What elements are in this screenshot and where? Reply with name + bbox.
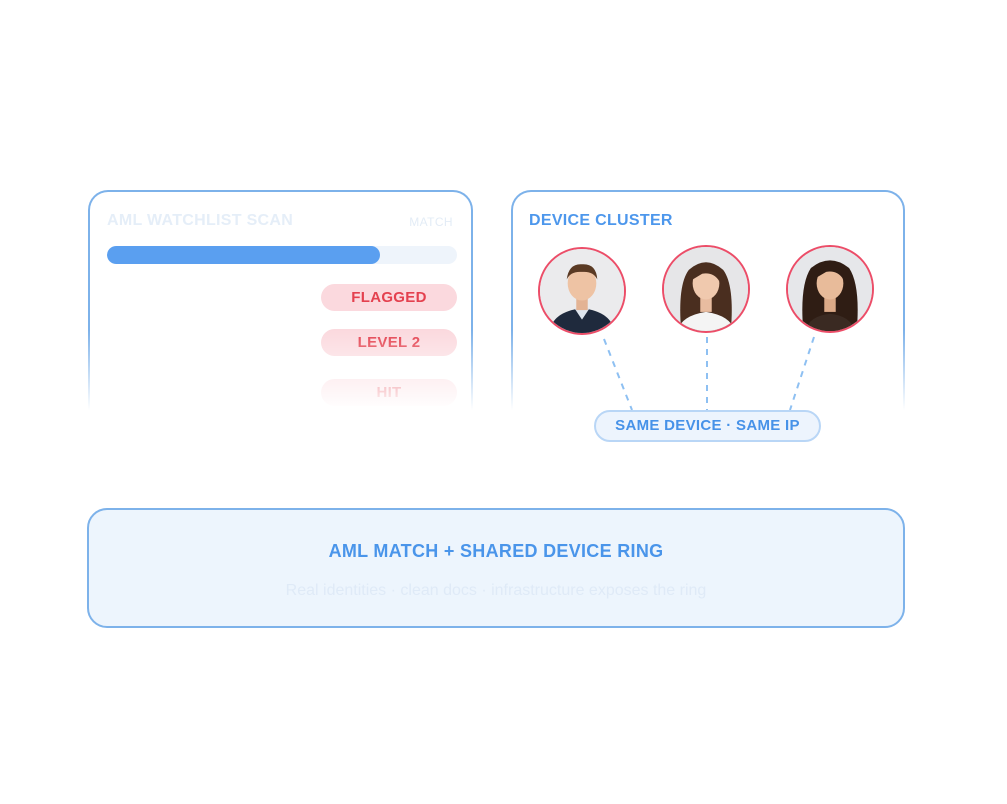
summary-banner: AML MATCH + SHARED DEVICE RING Real iden… <box>87 508 905 628</box>
aml-match-label: MATCH <box>409 215 453 229</box>
summary-title: AML MATCH + SHARED DEVICE RING <box>328 541 664 561</box>
device-cluster-title: DEVICE CLUSTER <box>529 212 673 229</box>
person-avatar-icon <box>538 247 626 335</box>
aml-watchlist-card: AML WATCHLIST SCAN MATCH FLAGGED LEVEL 2… <box>88 190 473 410</box>
man-portrait-icon <box>540 249 624 333</box>
woman-portrait-icon <box>788 247 872 331</box>
person-avatar-icon <box>662 245 750 333</box>
aml-card-title: AML WATCHLIST SCAN <box>107 212 294 229</box>
woman-portrait-icon <box>664 247 748 331</box>
summary-subtitle: Real identities · clean docs · infrastru… <box>285 582 707 599</box>
person-avatar-icon <box>786 245 874 333</box>
flag-badge-hit: HIT <box>321 379 457 406</box>
flag-badge-flagged: FLAGGED <box>321 284 457 311</box>
aml-scan-progress-bar <box>107 246 457 264</box>
same-device-ip-tag: SAME DEVICE · SAME IP <box>594 410 821 442</box>
flag-badge-level: LEVEL 2 <box>321 329 457 356</box>
aml-scan-progress-fill <box>107 246 380 264</box>
